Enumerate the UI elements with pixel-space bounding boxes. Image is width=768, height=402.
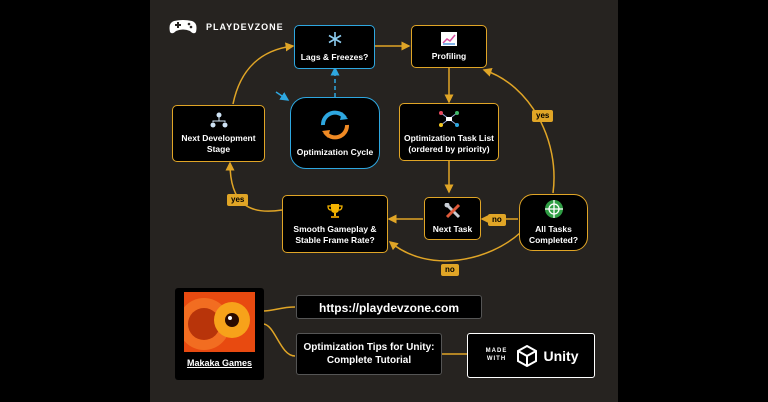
hierarchy-icon: [210, 112, 227, 128]
edge-label-no: no: [441, 264, 459, 276]
node-all-tasks-completed: All Tasks Completed?: [519, 194, 588, 251]
node-label: Optimization Cycle: [296, 147, 374, 158]
node-optimization-cycle: Optimization Cycle: [290, 97, 380, 169]
game-name-link[interactable]: Makaka Games: [186, 358, 253, 368]
chart-icon: [441, 31, 457, 46]
node-profiling: Profiling: [411, 25, 487, 68]
tools-icon: [444, 202, 460, 218]
node-lags-freezes: Lags & Freezes?: [294, 25, 375, 69]
tutorial-title[interactable]: Optimization Tips for Unity: Complete Tu…: [296, 333, 442, 375]
snowflake-icon: [328, 32, 341, 47]
unity-logo-icon: [516, 344, 537, 367]
brand-logo: PLAYDEVZONE: [168, 19, 284, 35]
node-smooth-gameplay: Smooth Gameplay & Stable Frame Rate?: [282, 195, 388, 253]
node-label: Lags & Freezes?: [300, 52, 369, 63]
node-next-task: Next Task: [424, 197, 481, 240]
edge-label-no: no: [488, 214, 506, 226]
brand-name: PLAYDEVZONE: [206, 22, 284, 32]
node-label: All Tasks Completed?: [528, 224, 579, 245]
node-next-development-stage: Next Development Stage: [172, 105, 265, 162]
made-with-label: MADE WITH: [485, 348, 508, 362]
edge-label-yes: yes: [227, 194, 249, 206]
target-icon: [544, 200, 563, 219]
node-label: Next Development Stage: [181, 133, 256, 154]
node-label: Profiling: [431, 50, 467, 61]
makaka-mascot-image: [184, 292, 255, 352]
node-label: Next Task: [432, 223, 473, 234]
network-icon: [439, 110, 459, 127]
trophy-icon: [327, 203, 343, 218]
node-optimization-task-list: Optimization Task List (ordered by prior…: [399, 103, 499, 161]
cycle-arrows-icon: [320, 110, 350, 140]
unity-wordmark: Unity: [543, 347, 579, 364]
gamepad-icon: [169, 20, 197, 34]
node-label: Smooth Gameplay & Stable Frame Rate?: [293, 223, 377, 245]
website-url-link[interactable]: https://playdevzone.com: [296, 295, 482, 319]
made-with-unity-badge: MADE WITH Unity: [467, 333, 595, 378]
node-label: Optimization Task List (ordered by prior…: [403, 132, 495, 154]
edge-label-yes: yes: [532, 110, 554, 122]
game-card[interactable]: Makaka Games: [175, 288, 264, 380]
